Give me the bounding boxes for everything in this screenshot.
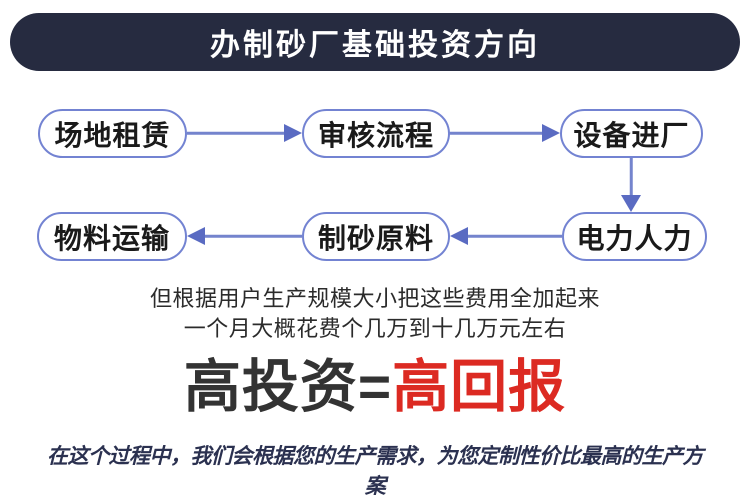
arrow-head — [542, 124, 560, 142]
flow-node-equipment-entry: 设备进厂 — [560, 109, 703, 158]
arrow-head — [621, 195, 641, 212]
cost-description-line1: 但根据用户生产规模大小把这些费用全加起来 — [149, 286, 600, 311]
arrow-shaft — [629, 157, 633, 198]
flow-node-label: 制砂原料 — [317, 222, 434, 254]
arrow-shaft — [465, 234, 562, 238]
headline: 高投资=高回报 — [0, 350, 750, 424]
arrow-head — [187, 227, 205, 245]
arrow-right-icon — [187, 123, 302, 143]
footer-slogan-text: 在这个过程中，我们会根据您的生产需求，为您定制性价比最高的生产方案 — [47, 445, 704, 497]
flow-node-label: 电力人力 — [576, 222, 693, 254]
flow-node-review-process: 审核流程 — [302, 109, 450, 158]
headline-red-text: 高回报 — [392, 355, 567, 419]
banner-title: 办制砂厂基础投资方向 — [210, 29, 540, 62]
flow-node-power-manpower: 电力人力 — [562, 212, 707, 261]
footer-slogan: 在这个过程中，我们会根据您的生产需求，为您定制性价比最高的生产方案 — [47, 440, 704, 497]
flow-node-sand-raw-material: 制砂原料 — [302, 212, 450, 261]
flow-node-label: 物料运输 — [53, 222, 170, 254]
cost-description-line2: 一个月大概花费个几万到十几万元左右 — [183, 315, 567, 341]
arrow-head — [450, 227, 468, 245]
arrow-shaft — [449, 131, 545, 135]
arrow-right-icon — [449, 123, 560, 143]
headline-dark-text: 高投资= — [183, 355, 393, 419]
flow-node-label: 设备进厂 — [573, 119, 690, 151]
cost-description: 但根据用户生产规模大小把这些费用全加起来 一个月大概花费个几万到十几万元左右 — [0, 284, 750, 343]
banner: 办制砂厂基础投资方向 — [10, 13, 740, 71]
flow-node-label: 审核流程 — [317, 119, 434, 151]
arrow-head — [284, 124, 302, 142]
arrow-down-icon — [620, 157, 642, 212]
arrow-shaft — [187, 131, 287, 135]
flow-node-site-rental: 场地租赁 — [38, 109, 187, 158]
arrow-shaft — [202, 234, 302, 238]
flow-node-material-transport: 物料运输 — [37, 212, 187, 261]
arrow-left-icon — [187, 226, 302, 246]
flow-node-label: 场地租赁 — [54, 119, 171, 151]
arrow-left-icon — [450, 226, 562, 246]
